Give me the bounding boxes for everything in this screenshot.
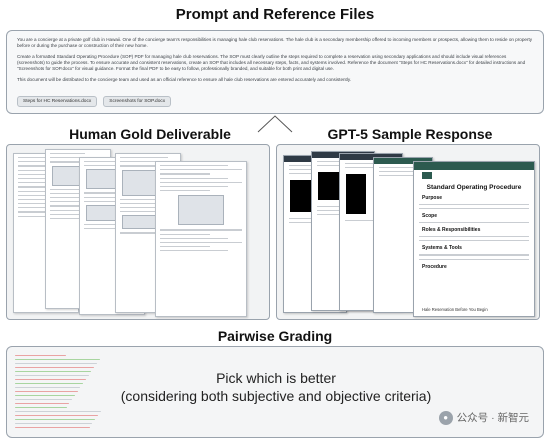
branch-connector: [257, 115, 293, 133]
rubric-stripe: [15, 374, 89, 377]
human-deliverable-panel: [6, 144, 270, 320]
human-section-title: Human Gold Deliverable: [69, 126, 231, 142]
rubric-stripe: [15, 402, 70, 405]
sop-title: Standard Operating Procedure: [426, 184, 522, 191]
reference-file-chip[interactable]: Screenshots for SOP.docx: [103, 96, 172, 107]
sop-heading: Roles & Responsibilities: [422, 227, 481, 234]
grading-instruction-line: (considering both subjective and objecti…: [120, 388, 432, 404]
rubric-stripe: [15, 358, 100, 361]
brand-logo: [422, 172, 432, 179]
sop-heading: Procedure: [422, 263, 447, 270]
prompt-section-title: Prompt and Reference Files: [175, 6, 375, 23]
sop-heading: Scope: [422, 213, 438, 220]
pairwise-grading-box: Pick which is better (considering both s…: [6, 346, 544, 438]
sop-footer: Hale Reservation Before You Begin: [422, 307, 488, 312]
wechat-icon: ●: [438, 410, 453, 425]
prompt-box: You are a concierge at a private golf cl…: [6, 30, 544, 114]
prompt-paragraph: This document will be distributed to the…: [17, 77, 352, 82]
rubric-stripe: [15, 414, 98, 417]
rubric-stripe: [15, 398, 73, 401]
rubric-stripe: [15, 382, 84, 385]
rubric-stripe: [15, 366, 95, 369]
rubric-stripe: [15, 406, 67, 409]
rubric-stripe: [15, 422, 93, 425]
rubric-stripe: [15, 386, 81, 389]
gpt-response-panel: Standard Operating Procedure Purpose Sco…: [276, 144, 540, 320]
prompt-paragraph: You are a concierge at a private golf cl…: [17, 37, 533, 48]
rubric-stripe: [15, 362, 97, 365]
rubric-stripes-left: [15, 355, 107, 431]
reference-file-chips: Steps for HC Reservations.docx Screensho…: [17, 96, 172, 107]
watermark-text: 公众号 · 新智元: [456, 412, 529, 424]
rubric-stripe: [15, 378, 86, 381]
sop-cover-page: Standard Operating Procedure Purpose Sco…: [413, 161, 535, 317]
watermark: ● 公众号 · 新智元: [438, 410, 529, 425]
rubric-stripe: [15, 355, 66, 357]
reference-file-chip[interactable]: Steps for HC Reservations.docx: [17, 96, 98, 107]
gpt-section-title: GPT-5 Sample Response: [327, 126, 493, 142]
document-page: [155, 161, 247, 317]
rubric-stripe: [15, 394, 75, 397]
grading-instruction: Pick which is better (considering both s…: [117, 369, 435, 405]
rubric-stripe: [15, 418, 96, 421]
rubric-stripe: [15, 370, 92, 373]
rubric-stripe: [15, 390, 78, 393]
rubric-stripe: [15, 426, 90, 429]
prompt-paragraph: Create a formatted Standard Operating Pr…: [17, 54, 526, 71]
grading-instruction-line: Pick which is better: [216, 370, 336, 386]
rubric-stripe: [15, 410, 101, 413]
sop-heading: Systems & Tools: [422, 245, 462, 252]
sop-heading: Purpose: [422, 195, 443, 201]
grading-section-title: Pairwise Grading: [217, 328, 333, 344]
